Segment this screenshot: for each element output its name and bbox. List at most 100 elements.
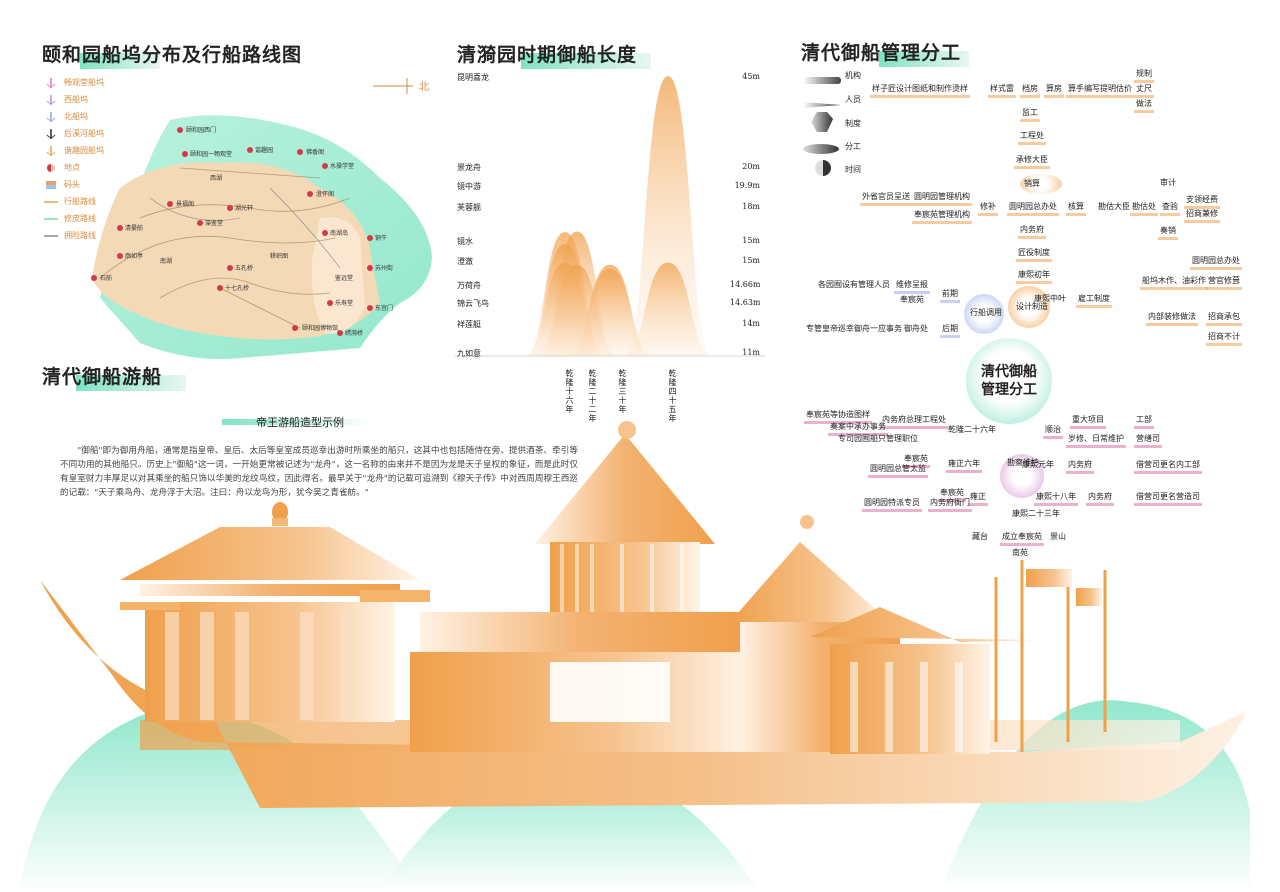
mgmt-node: 查验 <box>1160 200 1180 216</box>
mgmt-node: 核算 <box>1066 200 1086 216</box>
location-dot-icon <box>322 163 328 169</box>
legend-item-2: 北船坞 <box>44 108 104 125</box>
mgmt-node: 丈尺 <box>1134 82 1154 98</box>
place-label: 清晏舫 <box>125 224 143 232</box>
mgmt-node: 奏销 <box>1158 224 1178 240</box>
location-dot-icon <box>117 253 123 259</box>
ship-name: 镜中游 <box>457 182 481 191</box>
tour-subtitle: 帝王游船造型示例 <box>222 414 372 430</box>
place-label: 颐和园西门 <box>186 126 216 134</box>
mgmt-node: 档房 <box>1020 82 1040 98</box>
ship-name: 镜水 <box>457 237 473 246</box>
mgmt-node: 工程处 <box>1018 129 1046 145</box>
ship-length: 18m <box>742 202 760 211</box>
ship-name: 澄澈 <box>457 257 473 266</box>
mgmt-title: 清代御船管理分工 <box>801 38 969 67</box>
place-label: 十七孔桥 <box>225 284 249 292</box>
location-dot-icon <box>227 205 233 211</box>
mgmt-node: 样子匠设计图纸和制作烫样 <box>870 82 970 98</box>
north-arrow: 北 <box>373 76 429 98</box>
legend-item-5: 地点 <box>44 159 104 176</box>
place-label: 水操学堂 <box>330 162 354 170</box>
ship-name: 祥莲艇 <box>457 320 481 329</box>
legend-label: 分工 <box>845 142 861 151</box>
center-finial <box>618 421 636 439</box>
mgmt-node: 勘估处 <box>1130 200 1158 216</box>
center-roof <box>535 434 715 544</box>
right-finial <box>800 515 814 529</box>
anchor-blue-icon <box>44 111 58 123</box>
mgmt-node: 内部装修做法 <box>1146 310 1198 326</box>
place-label: 南湖 <box>160 257 172 265</box>
mgmt-node: 圆明园总办处 <box>1007 200 1059 216</box>
route-line-1 <box>99 235 336 279</box>
legend-item-9: 拥险路线 <box>44 227 104 244</box>
mgmt-node: 专管皇帝巡幸御舟一应事务 <box>806 324 902 333</box>
place-label: 鉴远堂 <box>335 274 353 282</box>
legend-item-6: 码头 <box>44 176 104 193</box>
mgmt-node: 营缮司 <box>1134 432 1162 448</box>
period-label: 乾隆二十二年 <box>588 369 597 423</box>
map-title: 颐和园船坞分布及行船路线图 <box>42 40 302 69</box>
period-label: 乾隆四十五年 <box>668 369 677 423</box>
mgmt-node: 内务府衙门 <box>928 496 972 512</box>
mgmt-node: 借营司更名营造司 <box>1134 490 1202 506</box>
mgmt-node: 康熙二十三年 <box>1012 509 1060 518</box>
location-dot-icon <box>177 127 183 133</box>
mgmt-node: 匠役制度 <box>1016 246 1052 262</box>
north-label: 北 <box>419 82 429 93</box>
mgmt-node: 维修呈报 <box>894 278 930 294</box>
route-line-5 <box>179 167 321 179</box>
place-label: 铜牛 <box>375 234 387 242</box>
mgmt-node: 雍正 <box>968 490 988 506</box>
ship-name: 锦云飞鸟 <box>457 299 489 308</box>
length-peak <box>624 76 712 356</box>
mgmt-node: 雇工制度 <box>1076 292 1112 308</box>
line-gray-icon <box>44 230 58 242</box>
mgmt-node: 奉宸苑 <box>902 452 930 468</box>
location-dot-icon <box>297 149 303 155</box>
mgmt-node: 乾隆二十六年 <box>948 425 996 434</box>
ship-length: 14.63m <box>730 298 761 307</box>
mgmt-node: 审计 <box>1160 178 1176 187</box>
place-label: 石舫 <box>100 274 112 282</box>
mgmt-node: 内务府总理工程处 <box>880 413 948 429</box>
imperial-boat-illustration <box>20 421 1250 892</box>
place-label: 绣漪桥 <box>345 329 363 337</box>
anchor-orange-icon <box>44 145 58 157</box>
mgmt-node: 岁修、日常维护 <box>1066 432 1126 448</box>
route-line-3 <box>159 277 331 299</box>
legend-item-8: 修皮路线 <box>44 210 104 227</box>
place-label: 颐和园博物馆 <box>302 324 338 332</box>
design-node-circle <box>1008 286 1050 328</box>
dispatch-node-circle <box>964 294 1004 334</box>
mgmt-node: 雍正六年 <box>946 457 982 473</box>
mgmt-node: 康熙初年 <box>1016 268 1052 284</box>
place-label: 东宫门 <box>375 304 393 312</box>
place-label: 乐寿堂 <box>335 299 353 307</box>
length-peak <box>568 268 652 356</box>
location-dot-icon <box>367 265 373 271</box>
legend-item-4: 谐趣园船坞 <box>44 142 104 159</box>
location-dot-icon <box>44 162 58 174</box>
location-dot-icon <box>367 305 373 311</box>
anchor-purple-icon <box>44 94 58 106</box>
place-label: 西湖 <box>210 174 222 182</box>
route-line-6 <box>149 197 241 221</box>
location-dot-icon <box>322 230 328 236</box>
mgmt-node: 勘估大臣 <box>1098 202 1130 211</box>
line-green-icon <box>44 213 58 225</box>
ship-name: 昆明喜龙 <box>457 73 489 82</box>
ship-length: 14.66m <box>730 280 761 289</box>
mgmt-node: 景山 <box>1050 532 1066 541</box>
mgmt-node: 承修大臣 <box>1014 153 1050 169</box>
legend-item-1: 西船坞 <box>44 91 104 108</box>
route-line-4 <box>219 287 301 329</box>
half-circle-icon <box>815 160 831 180</box>
mgmt-node: 顺治 <box>1043 423 1063 439</box>
place-label: 廓如亭 <box>125 252 143 260</box>
place-label: 耕织图 <box>270 252 288 260</box>
mgmt-node: 御舟处 <box>904 324 928 333</box>
mgmt-center-circle: 清代御船管理分工 <box>966 338 1052 424</box>
mgmt-node: 圆明园管理机构 <box>912 190 972 206</box>
